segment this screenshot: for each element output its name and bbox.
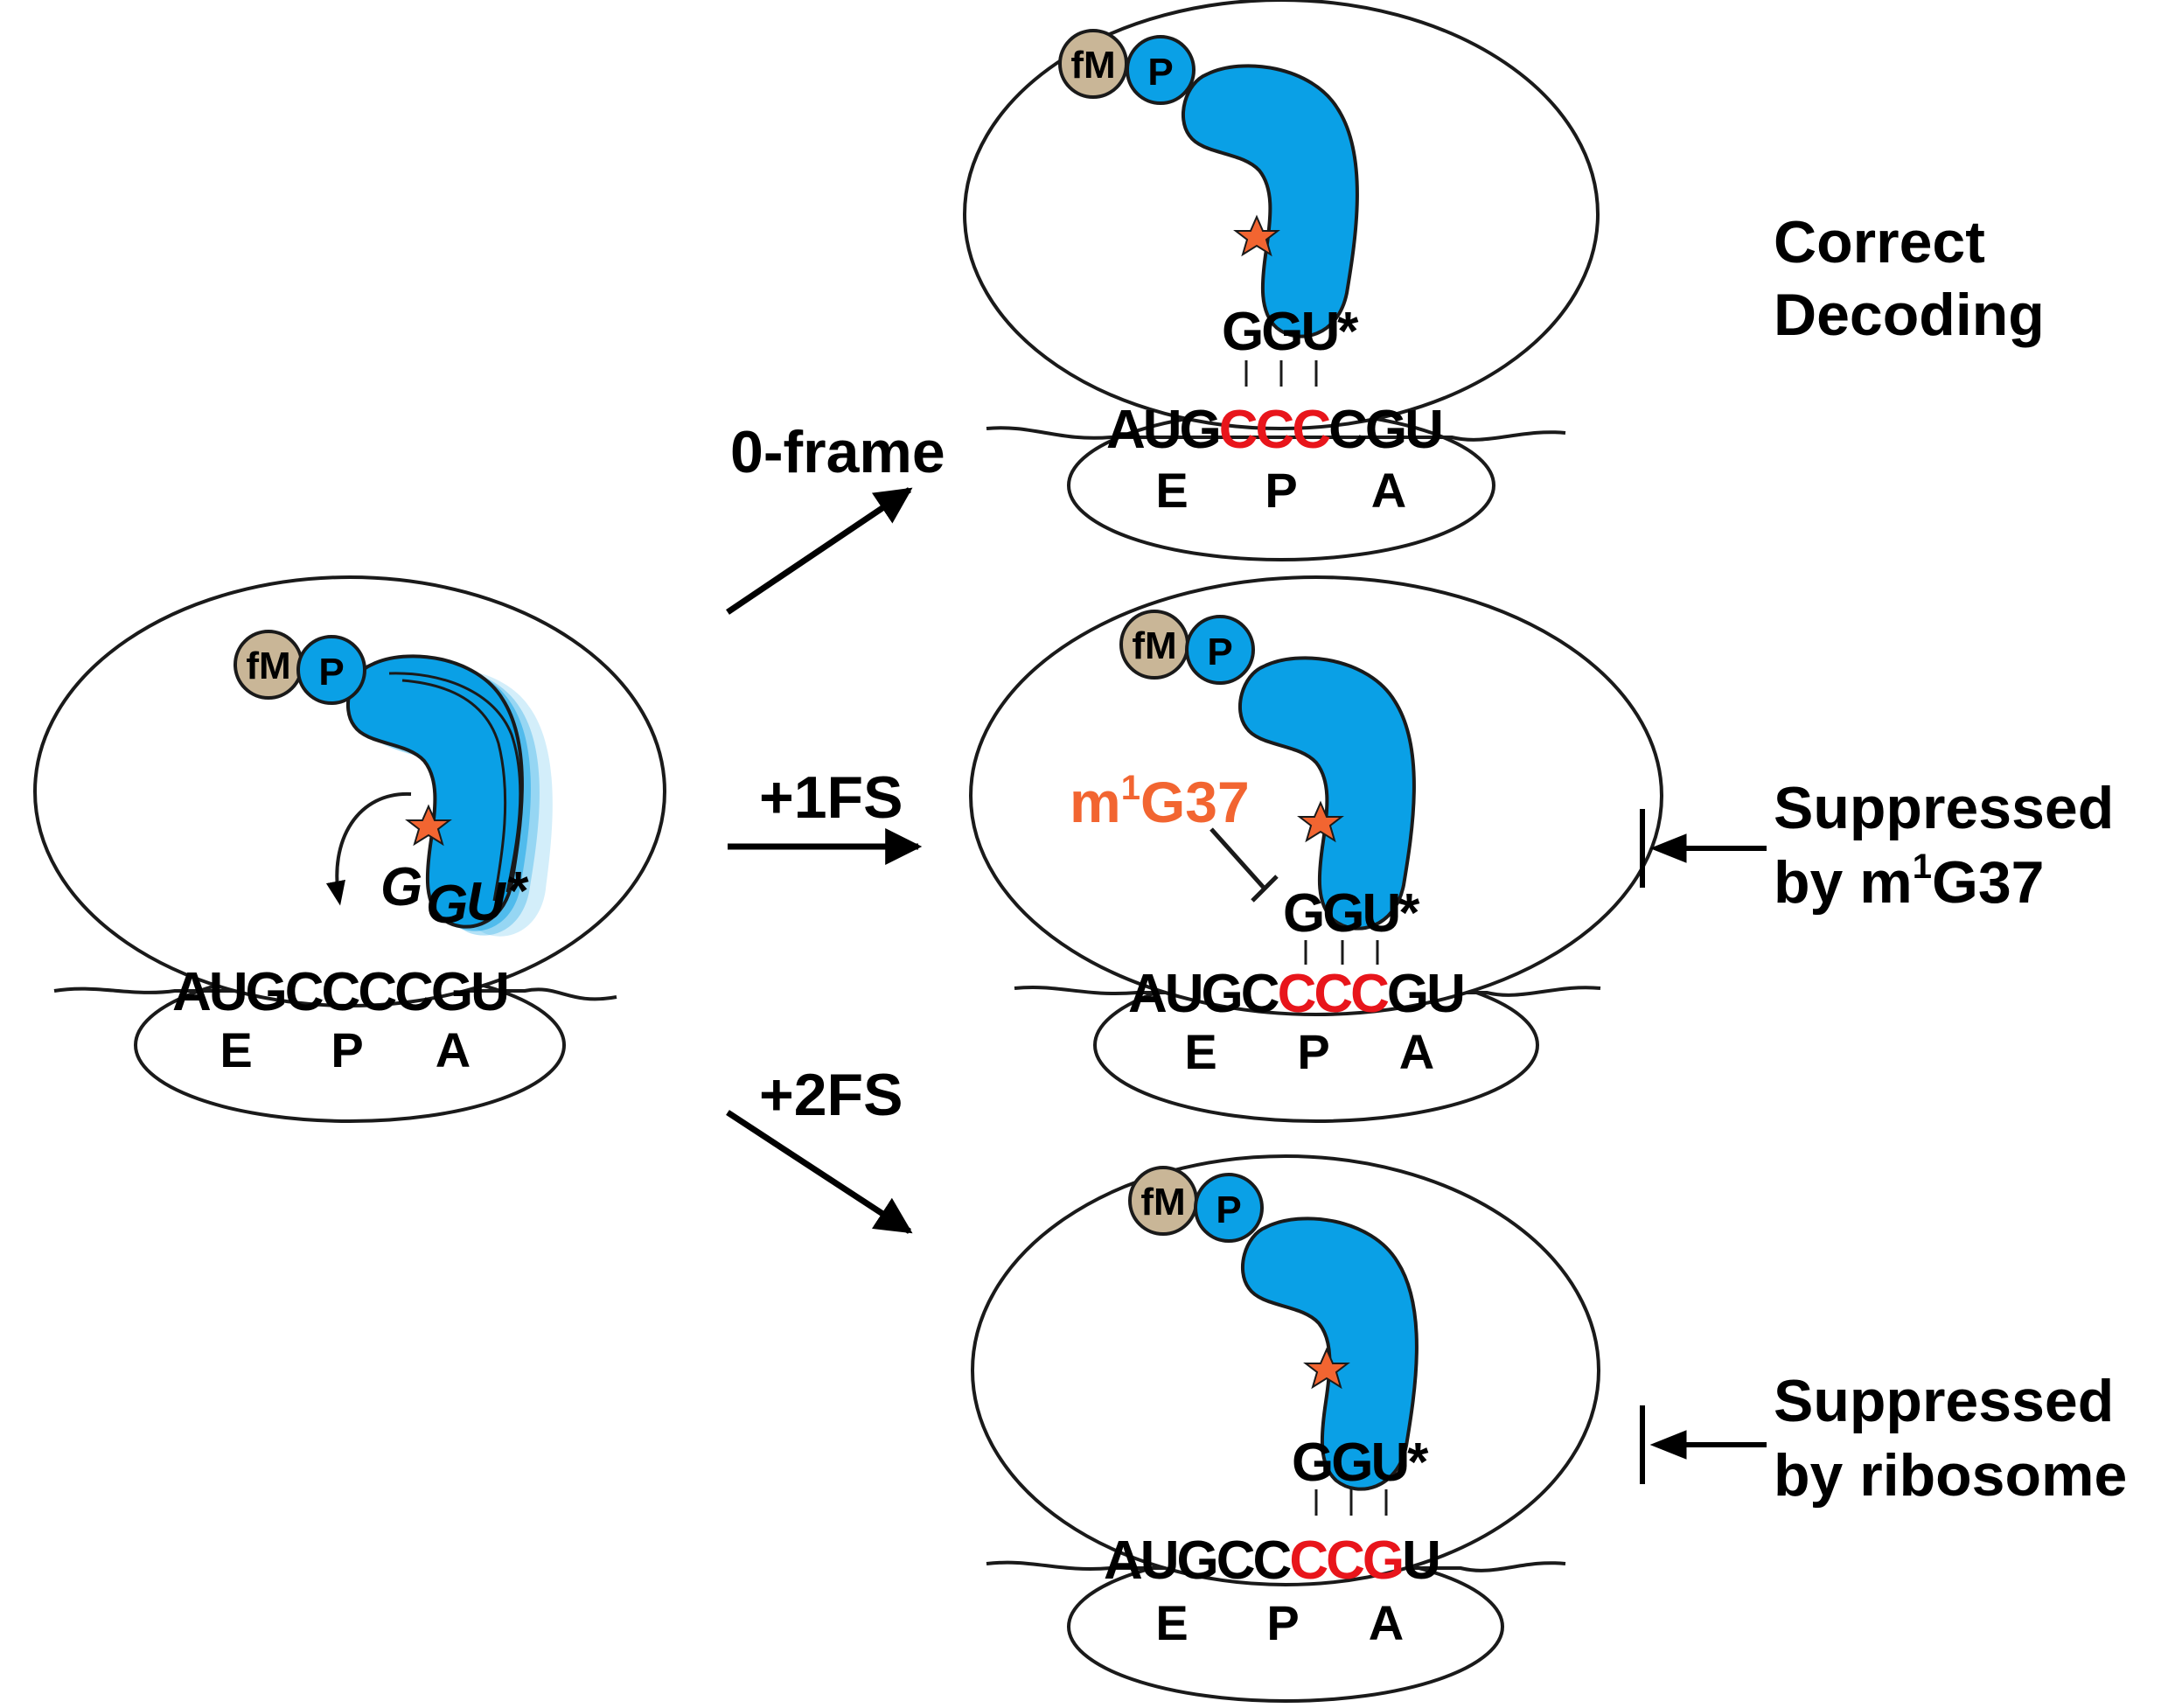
fm-tag: fM [246,645,290,687]
p-bead-icon [1185,615,1255,685]
site-a: A [436,1022,471,1077]
anticodon: GGU* [1292,1433,1429,1493]
fm-tag: fM [1140,1181,1185,1223]
star-modification-icon [1233,214,1280,257]
base-pair-lines [1314,1489,1388,1516]
mrna-strand [986,426,1566,442]
star-modification-icon [1297,800,1344,843]
p-bead-icon [1126,35,1196,105]
large-subunit [969,575,1663,1016]
curved-shift-arrow [325,791,412,906]
label-zero-frame: 0-frame [730,419,945,485]
base-pair-lines [1304,940,1379,965]
mrna-strand [986,1560,1566,1572]
site-e: E [1155,1595,1188,1650]
anticodon: GGU* [1283,883,1420,944]
star-modification-icon [405,804,452,847]
inhibition-bar-icon [1209,827,1279,903]
site-p: P [1266,1595,1299,1650]
initial-ribosome: fM P G G U * AUGCCCCGU E P A [33,575,666,1123]
site-e: E [220,1022,252,1077]
p-tag: P [318,651,344,694]
blocking-arrow-plus1 [1640,809,1767,888]
site-p: P [1297,1024,1329,1079]
star-modification-icon [1303,1347,1350,1390]
site-a: A [1399,1024,1434,1079]
label-decoding: Decoding [1774,282,2045,348]
p-tag: P [1207,631,1232,673]
svg-text:G: G [426,875,467,935]
mrna-sequence: AUGCCCCGU [1106,400,1441,460]
site-p: P [331,1022,363,1077]
label-correct: Correct [1774,209,1985,275]
blocking-arrow-plus2 [1640,1405,1767,1484]
label-by-ribosome: by ribosome [1774,1442,2127,1509]
site-a: A [1369,1595,1404,1650]
mrna-sequence: AUGCCCCGU [1104,1530,1439,1591]
p-bead-icon [1194,1173,1264,1243]
plus1-ribosome: fM P m1G37 GGU* AUGCCCCGU E P A [969,575,1663,1123]
trna-motion-shadow [345,654,558,941]
label-by-m1g37: by m1G37 [1774,847,2045,916]
arrow-plus2 [726,1110,913,1234]
base-pair-lines [1244,360,1318,387]
site-e: E [1184,1024,1216,1079]
svg-text:G: G [380,857,422,917]
m1g37-label: m1G37 [1070,769,1250,834]
label-plus1: +1FS [759,764,903,831]
large-subunit [971,1154,1600,1586]
anticodon: GGU* [1222,302,1359,362]
site-a: A [1371,463,1406,518]
mrna-sequence: AUGCCCCGU [1128,964,1463,1024]
p-tag: P [1147,51,1173,94]
fm-tag: fM [1070,44,1115,87]
svg-text:U: U [466,872,507,932]
mrna-sequence: AUGCCCCGU [172,962,507,1022]
arrow-zero-frame [726,487,913,615]
p-tag: P [1216,1189,1241,1231]
outcome-labels: Correct Decoding Suppressed by m1G37 Sup… [1640,209,2127,1509]
label-suppressed-ribosome: Suppressed [1774,1368,2114,1434]
anticodon-tilted: G G U * [380,857,532,935]
site-p: P [1265,463,1297,518]
zero-frame-ribosome: fM P GGU* AUGCCCCGU E P A [963,0,1600,561]
label-suppressed-m1g37: Suppressed [1774,775,2114,841]
site-e: E [1155,463,1188,518]
plus2-ribosome: fM P GGU* AUGCCCCGU E P A [971,1154,1600,1703]
label-plus2: +2FS [759,1062,903,1128]
p-bead-icon [296,635,366,705]
fm-tag: fM [1132,624,1176,667]
transition-arrows: 0-frame +1FS +2FS [726,419,945,1234]
